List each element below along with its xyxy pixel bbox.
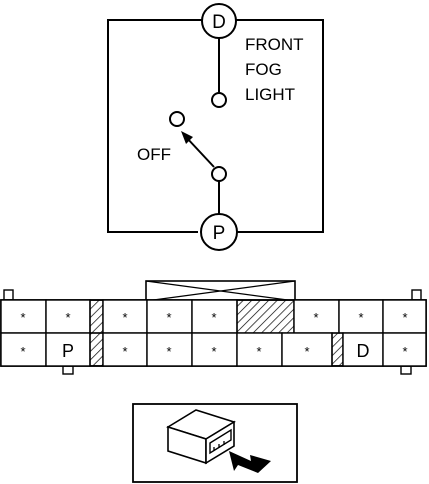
off-position-label: OFF [137,145,171,164]
pin-label: * [65,310,70,325]
schematic-frame [107,19,324,233]
pin-label: * [402,310,407,325]
connector-left-tab [3,289,14,301]
pin-label-p: P [62,341,74,361]
terminal-p: P [200,213,238,251]
connector-bottom-tab-right [400,365,412,375]
upper-contact [211,92,227,108]
hatched-separator [331,332,344,367]
pin-cell [45,332,91,367]
pin-label: * [166,310,171,325]
pin-label: * [304,344,309,359]
terminal-d-label: D [212,12,226,33]
hatched-separator [89,299,104,334]
lower-contact [211,166,227,182]
pin-label-d: D [357,341,370,361]
function-label-line-2: FOG [245,60,282,79]
pin-cell [342,332,384,367]
pin-label: * [402,344,407,359]
connector-bottom-row: * P * * * * * D * [0,332,427,367]
terminal-p-label: P [213,223,226,244]
pin-label: * [211,310,216,325]
pin-label: * [20,310,25,325]
pin-cell [102,332,148,367]
pin-cell [191,332,238,367]
pin-label: * [256,344,261,359]
arrow-icon [229,451,271,473]
pin-cell [382,332,427,367]
connector-view-inset [132,403,298,483]
pin-cell [45,299,91,334]
off-contact [169,111,185,127]
connector-housing-icon [166,409,236,465]
pin-cell [236,332,283,367]
hatched-blank-cell [236,299,295,334]
function-label-line-3: LIGHT [245,85,295,104]
terminal-d: D [201,3,237,39]
pin-label: * [166,344,171,359]
function-label-line-1: FRONT [245,35,304,54]
hatched-separator [89,332,104,367]
switch-blade [181,131,215,168]
pin-label: * [313,310,318,325]
connector-top-row: * * * * * * * * [0,299,427,334]
connector-face: * * * * * * * * * P * [0,280,427,375]
pin-label: * [122,344,127,359]
connector-lock [145,280,296,302]
pin-label: * [358,310,363,325]
pin-label: * [20,344,25,359]
pin-label: * [122,310,127,325]
pin-label: * [211,344,216,359]
switch-schematic: D FRONT FOG LIGHT OFF P [107,3,324,251]
pin-cell [102,299,148,334]
connector-bottom-tab-left [62,365,74,375]
connector-right-tab [411,289,422,301]
pin-cell [382,299,427,334]
blade-arrowhead-icon [181,131,193,144]
